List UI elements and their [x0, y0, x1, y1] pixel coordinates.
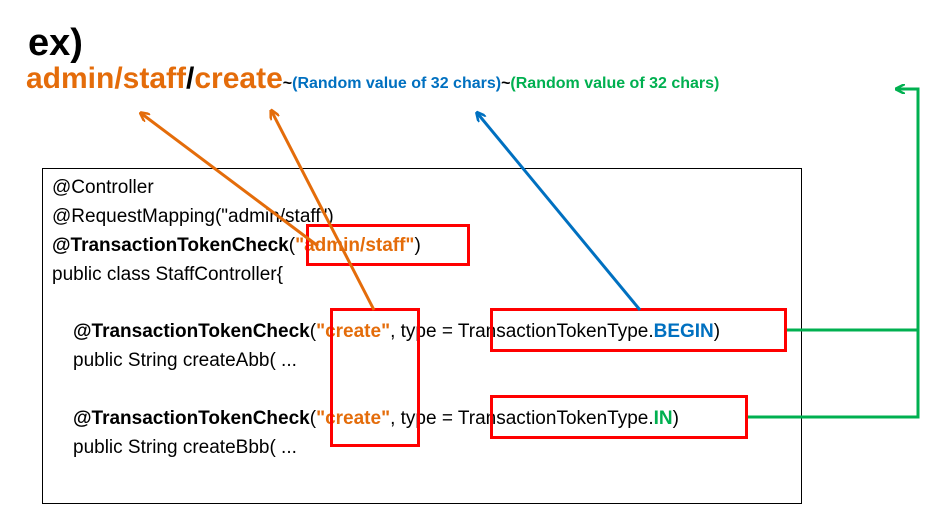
example-heading: ex) — [28, 22, 83, 64]
code-line-class-decl: public class StaffController{ — [52, 264, 283, 286]
class-annotation-open: ( — [288, 235, 296, 256]
method2-token-annotation: @TransactionTokenCheck — [73, 408, 310, 429]
tilde-2: ~ — [501, 75, 511, 92]
method2-close: ) — [672, 408, 679, 429]
class-annotation-close: ) — [414, 235, 421, 256]
method1-value: "create" — [316, 321, 391, 342]
method2-type-prefix: TransactionTokenType. — [457, 408, 654, 429]
random-value-1: (Random value of 32 chars) — [292, 75, 502, 92]
method-token: create — [194, 62, 283, 95]
code-line-method2-decl: public String createBbb( ... — [73, 437, 297, 459]
code-line-controller: @Controller — [52, 177, 154, 199]
arrow-method-token — [272, 112, 376, 311]
code-box — [42, 168, 802, 504]
code-line-request-mapping: @RequestMapping("admin/staff") — [52, 206, 334, 228]
method2-open: ( — [309, 408, 317, 429]
class-declaration: public class StaffController{ — [52, 264, 283, 285]
connector-in — [748, 330, 920, 419]
method1-declaration: public String createAbb( ... — [73, 350, 297, 371]
tilde-1: ~ — [282, 75, 293, 92]
namespace-token: admin/staff — [26, 62, 187, 95]
class-annotation-value: "admin/staff" — [295, 235, 415, 256]
token-format-line: admin/staff/create~(Random value of 32 c… — [26, 62, 719, 96]
controller-annotation: @Controller — [52, 177, 154, 198]
method1-type-value: BEGIN — [653, 321, 714, 342]
method1-close: ) — [713, 321, 721, 342]
highlight-method-values — [330, 308, 420, 447]
code-line-method1-decl: public String createAbb( ... — [73, 350, 297, 372]
code-line-method1-annotation: @TransactionTokenCheck("create", type = … — [73, 321, 720, 343]
highlight-class-value — [306, 224, 470, 266]
arrow-namespace — [142, 114, 319, 248]
arrow-random-2 — [787, 89, 920, 332]
method1-type-prefix: TransactionTokenType. — [457, 321, 654, 342]
arrow-random-1 — [478, 114, 642, 311]
method2-type-label: , type = — [390, 408, 458, 429]
code-line-class-annotation: @TransactionTokenCheck("admin/staff") — [52, 235, 421, 257]
method1-token-annotation: @TransactionTokenCheck — [73, 321, 310, 342]
request-mapping-annotation: @RequestMapping("admin/staff") — [52, 206, 334, 227]
method2-value: "create" — [316, 408, 391, 429]
method1-type-label: , type = — [390, 321, 458, 342]
random-value-2: (Random value of 32 chars) — [510, 75, 720, 92]
method2-declaration: public String createBbb( ... — [73, 437, 297, 458]
class-token-annotation: @TransactionTokenCheck — [52, 235, 289, 256]
method2-type-value: IN — [653, 408, 673, 429]
highlight-type-in — [490, 395, 748, 439]
separator: / — [186, 62, 195, 95]
code-line-method2-annotation: @TransactionTokenCheck("create", type = … — [73, 408, 679, 430]
method1-open: ( — [309, 321, 317, 342]
